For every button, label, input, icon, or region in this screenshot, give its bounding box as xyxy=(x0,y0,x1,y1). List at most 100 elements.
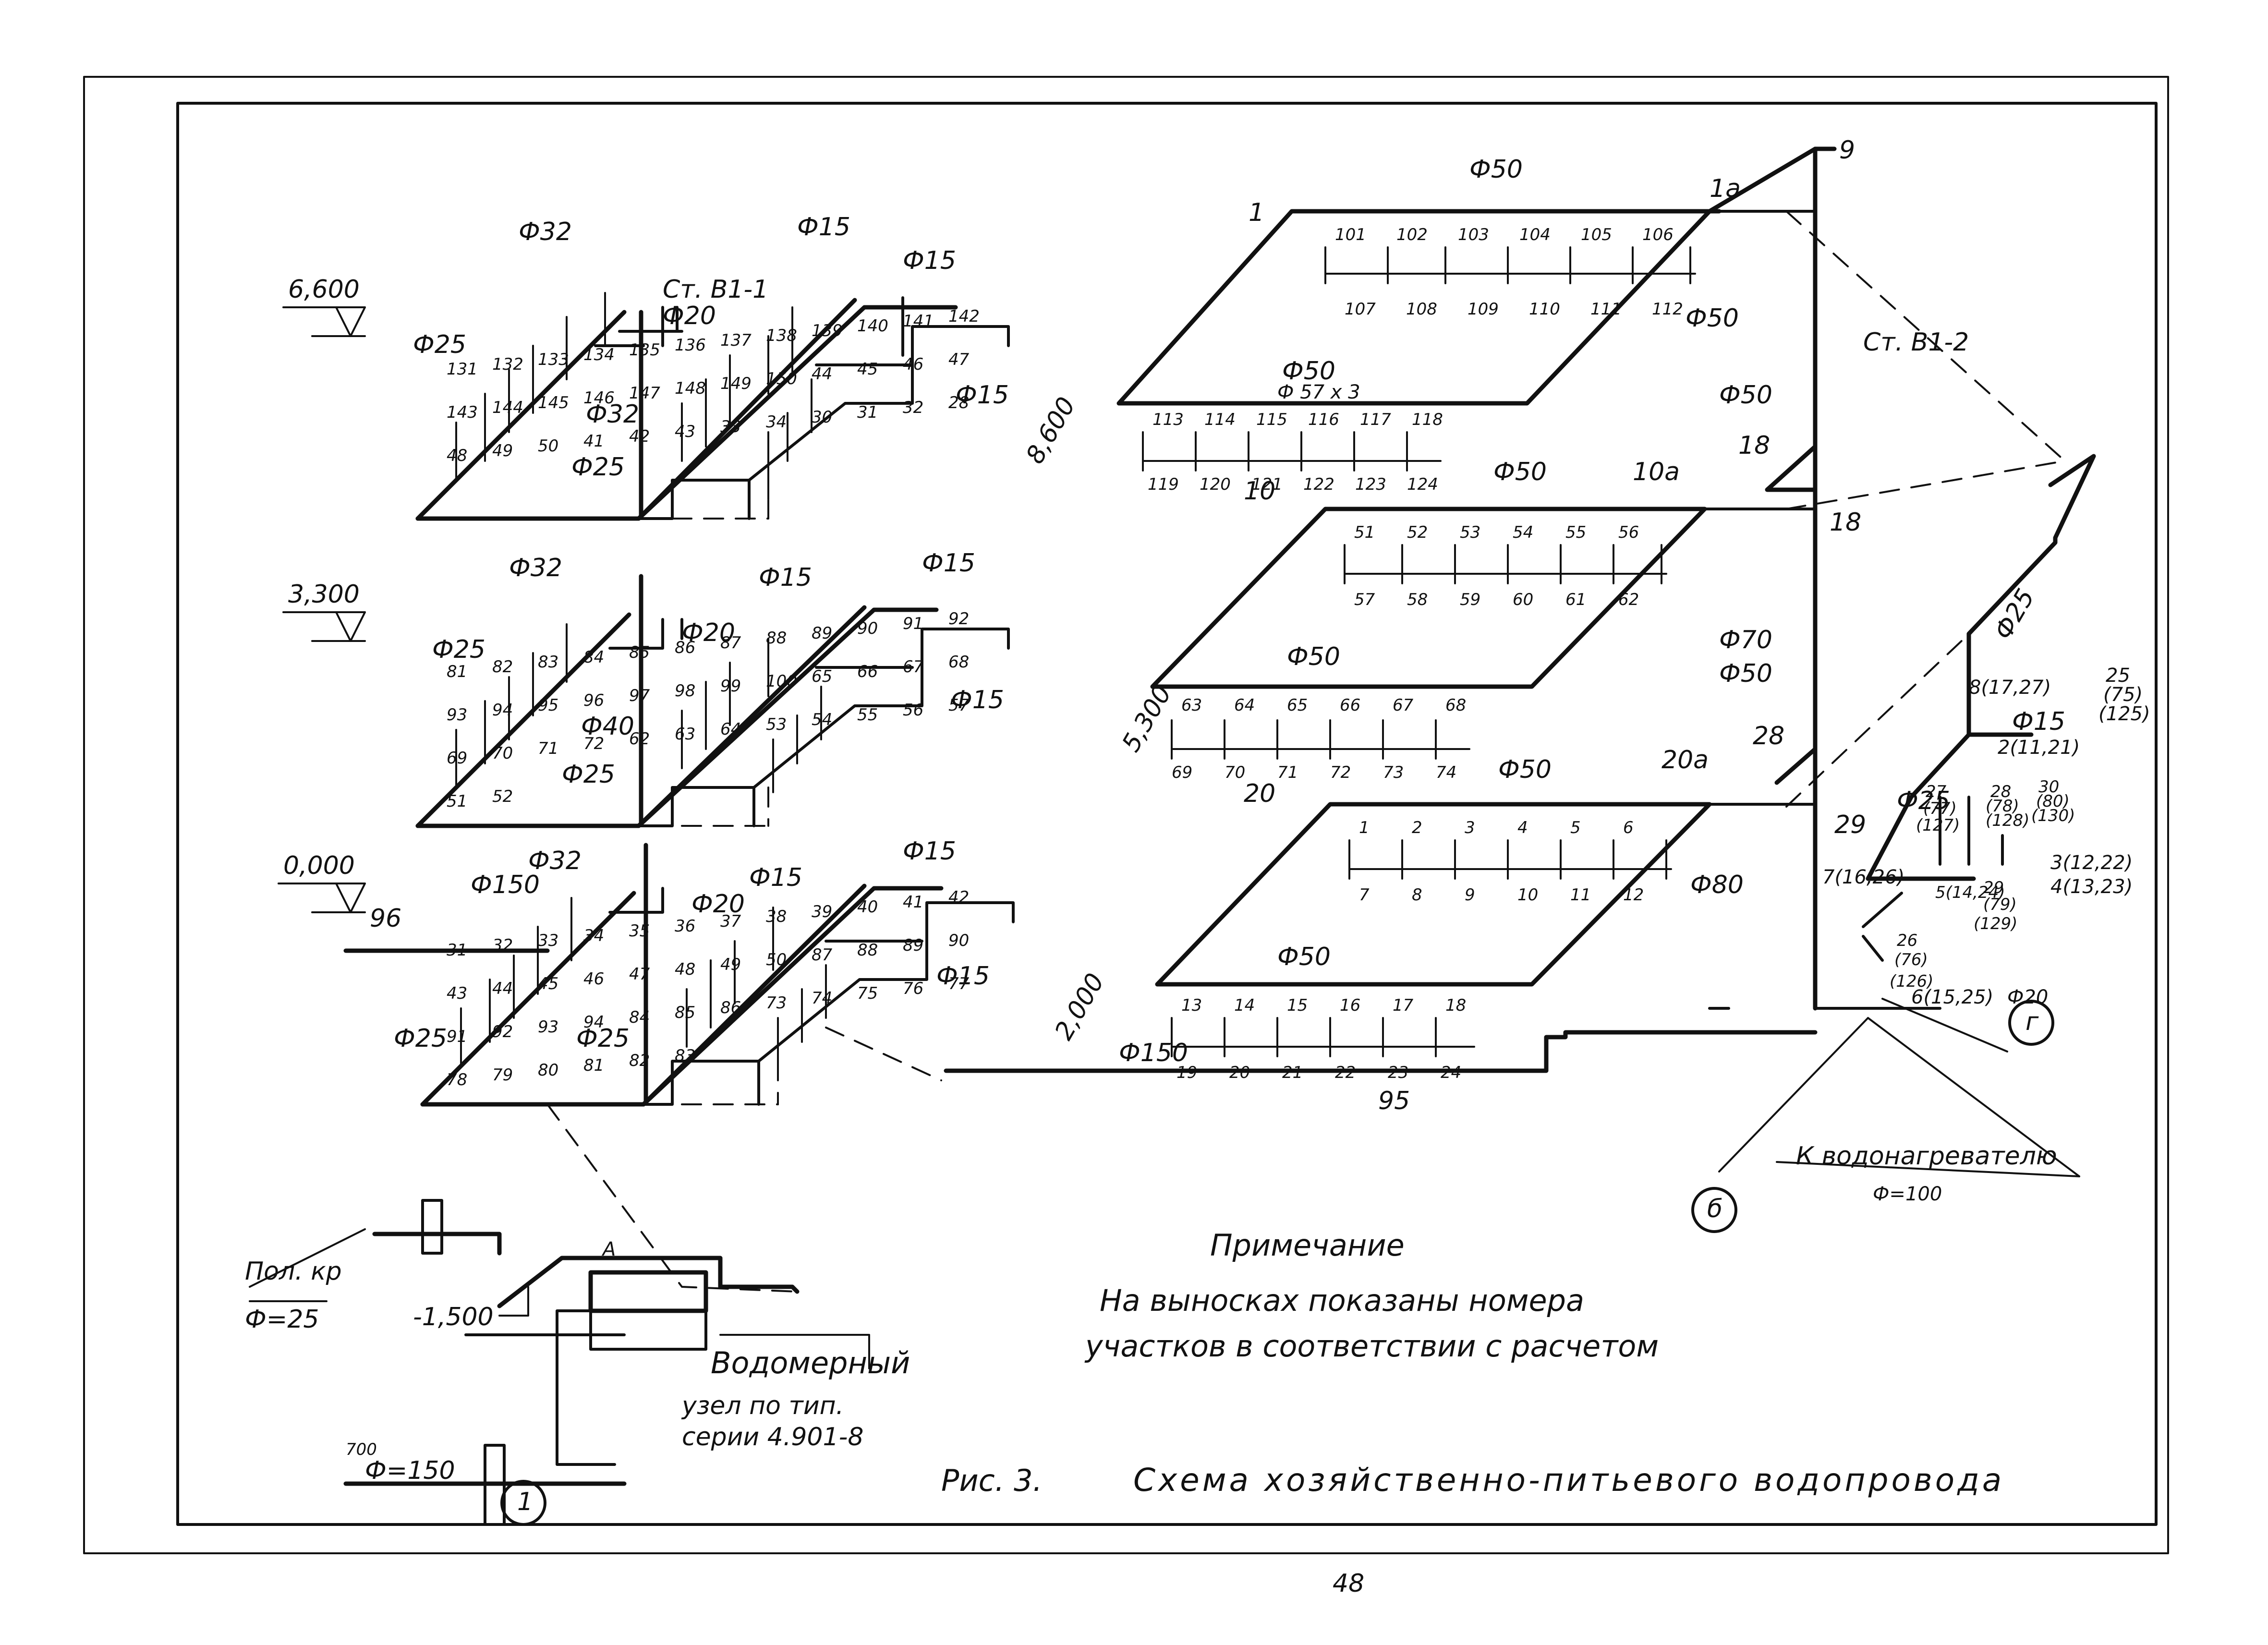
left-node-number: 83 xyxy=(538,653,558,672)
left-node-number: 92 xyxy=(492,1022,513,1041)
outer-frame xyxy=(83,76,2169,1554)
left-node-number: 137 xyxy=(720,331,752,350)
fixture-number: 14 xyxy=(1234,996,1255,1015)
fixture-number: 20 xyxy=(1229,1063,1250,1082)
svg-text:18: 18 xyxy=(1738,431,1770,460)
fixture-number: 12 xyxy=(1623,885,1644,905)
inner-frame xyxy=(176,102,2158,1526)
svg-text:20а: 20а xyxy=(1662,746,1709,774)
svg-text:Ф150: Ф150 xyxy=(471,871,540,899)
left-node-number: 82 xyxy=(492,657,513,677)
fixture-number: 73 xyxy=(1383,763,1404,782)
left-node-number: 95 xyxy=(538,696,558,715)
left-node-number: 149 xyxy=(720,374,752,393)
fixture-number: 6 xyxy=(1623,818,1634,837)
svg-text:(78): (78) xyxy=(1986,797,2019,816)
fixture-number: 3 xyxy=(1465,818,1475,837)
fixture-number: 105 xyxy=(1581,225,1612,244)
fixture-number: 120 xyxy=(1200,475,1231,494)
left-node-number: 80 xyxy=(538,1061,558,1080)
left-node-number: 150 xyxy=(766,369,797,388)
fixture-number: 15 xyxy=(1287,996,1308,1015)
fixture-number: 4 xyxy=(1517,818,1528,837)
svg-text:Ф32: Ф32 xyxy=(519,218,572,246)
fixture-number: 5 xyxy=(1570,818,1581,837)
svg-text:Ф25: Ф25 xyxy=(413,330,466,359)
left-node-number: 91 xyxy=(903,614,923,633)
left-node-number: 100 xyxy=(766,672,797,691)
left-node-number: 69 xyxy=(447,749,467,768)
svg-text:Ф50: Ф50 xyxy=(1282,357,1335,386)
fixture-number: 118 xyxy=(1412,410,1443,429)
fixture-number: 114 xyxy=(1204,410,1236,429)
left-node-number: 134 xyxy=(583,345,615,364)
svg-text:2,000: 2,000 xyxy=(1049,968,1110,1045)
figure-title: Схема хозяйственно-питьевого водопровода xyxy=(1133,1462,2004,1499)
fixture-number: 1 xyxy=(1359,818,1370,837)
left-node-number: 37 xyxy=(720,912,741,931)
svg-text:Ф50: Ф50 xyxy=(1277,943,1331,971)
fixture-number: 121 xyxy=(1251,475,1283,494)
left-node-number: 76 xyxy=(903,979,923,998)
fixture-number: 18 xyxy=(1445,996,1466,1015)
left-node-number: 78 xyxy=(447,1070,467,1089)
water-meter-line-1: Водомерный xyxy=(711,1345,910,1380)
fixture-number: 59 xyxy=(1460,590,1480,609)
water-meter-line-3: серии 4.901-8 xyxy=(682,1423,863,1451)
page-number: 48 xyxy=(1333,1569,1364,1598)
left-node-number: 90 xyxy=(948,931,969,950)
left-node-number: 44 xyxy=(492,979,513,998)
svg-text:Ф25: Ф25 xyxy=(394,1024,447,1053)
svg-text:Ф20: Ф20 xyxy=(663,302,716,330)
left-node-number: 92 xyxy=(948,609,969,629)
fixture-number: 102 xyxy=(1396,225,1428,244)
svg-text:Ф25: Ф25 xyxy=(562,760,615,789)
svg-text:(77): (77) xyxy=(1923,799,1957,818)
svg-text:Ф50: Ф50 xyxy=(1287,642,1340,671)
svg-text:Ф15: Ф15 xyxy=(749,863,802,892)
left-node-number: 48 xyxy=(447,446,467,465)
svg-text:Ф15: Ф15 xyxy=(797,213,850,242)
left-node-number: 75 xyxy=(857,984,878,1003)
svg-text:Ф50: Ф50 xyxy=(1686,304,1739,333)
left-node-number: 47 xyxy=(629,965,650,984)
fixture-number: 21 xyxy=(1282,1063,1303,1082)
svg-text:Ф50: Ф50 xyxy=(1469,155,1523,184)
fixture-number: 116 xyxy=(1308,410,1339,429)
fixture-number: 68 xyxy=(1445,696,1466,715)
left-node-number: 30 xyxy=(812,408,832,427)
svg-text:Ф25: Ф25 xyxy=(432,635,485,664)
left-node-number: 140 xyxy=(857,316,888,336)
svg-text:2(11,21): 2(11,21) xyxy=(1998,737,2080,759)
svg-text:Ф25: Ф25 xyxy=(1897,786,1950,815)
svg-text:Ф50: Ф50 xyxy=(1719,381,1772,410)
left-node-number: 94 xyxy=(583,1013,604,1032)
fixture-number: 109 xyxy=(1468,300,1499,319)
left-node-number: 40 xyxy=(857,897,878,917)
svg-text:Ф15: Ф15 xyxy=(2012,707,2065,736)
fixture-number: 70 xyxy=(1225,763,1245,782)
svg-text:Ф25: Ф25 xyxy=(1989,584,2040,644)
left-node-number: 41 xyxy=(903,893,923,912)
left-node-number: 146 xyxy=(583,388,615,408)
left-node-number: 136 xyxy=(675,336,706,355)
inlet-pol-kr-diameter: Ф=25 xyxy=(245,1305,319,1334)
svg-text:Ф15: Ф15 xyxy=(759,563,812,592)
fixture-number: 71 xyxy=(1277,763,1298,782)
left-node-number: 96 xyxy=(583,691,604,710)
left-node-number: 32 xyxy=(492,936,513,955)
left-node-number: 93 xyxy=(447,705,467,725)
fixture-number: 57 xyxy=(1354,590,1375,609)
svg-text:(126): (126) xyxy=(1890,972,1933,991)
fixture-number: 112 xyxy=(1652,300,1683,319)
right-building-platforms xyxy=(944,146,2096,1177)
left-node-number: 81 xyxy=(447,662,467,681)
fixture-number: 10 xyxy=(1517,885,1538,905)
left-node-number: 31 xyxy=(857,403,878,422)
left-node-number: 46 xyxy=(903,355,923,374)
svg-text:6(15,25): 6(15,25) xyxy=(1911,986,1993,1008)
fixture-number: 17 xyxy=(1393,996,1414,1015)
left-node-number: 39 xyxy=(812,902,832,921)
left-node-number: 43 xyxy=(447,984,467,1003)
